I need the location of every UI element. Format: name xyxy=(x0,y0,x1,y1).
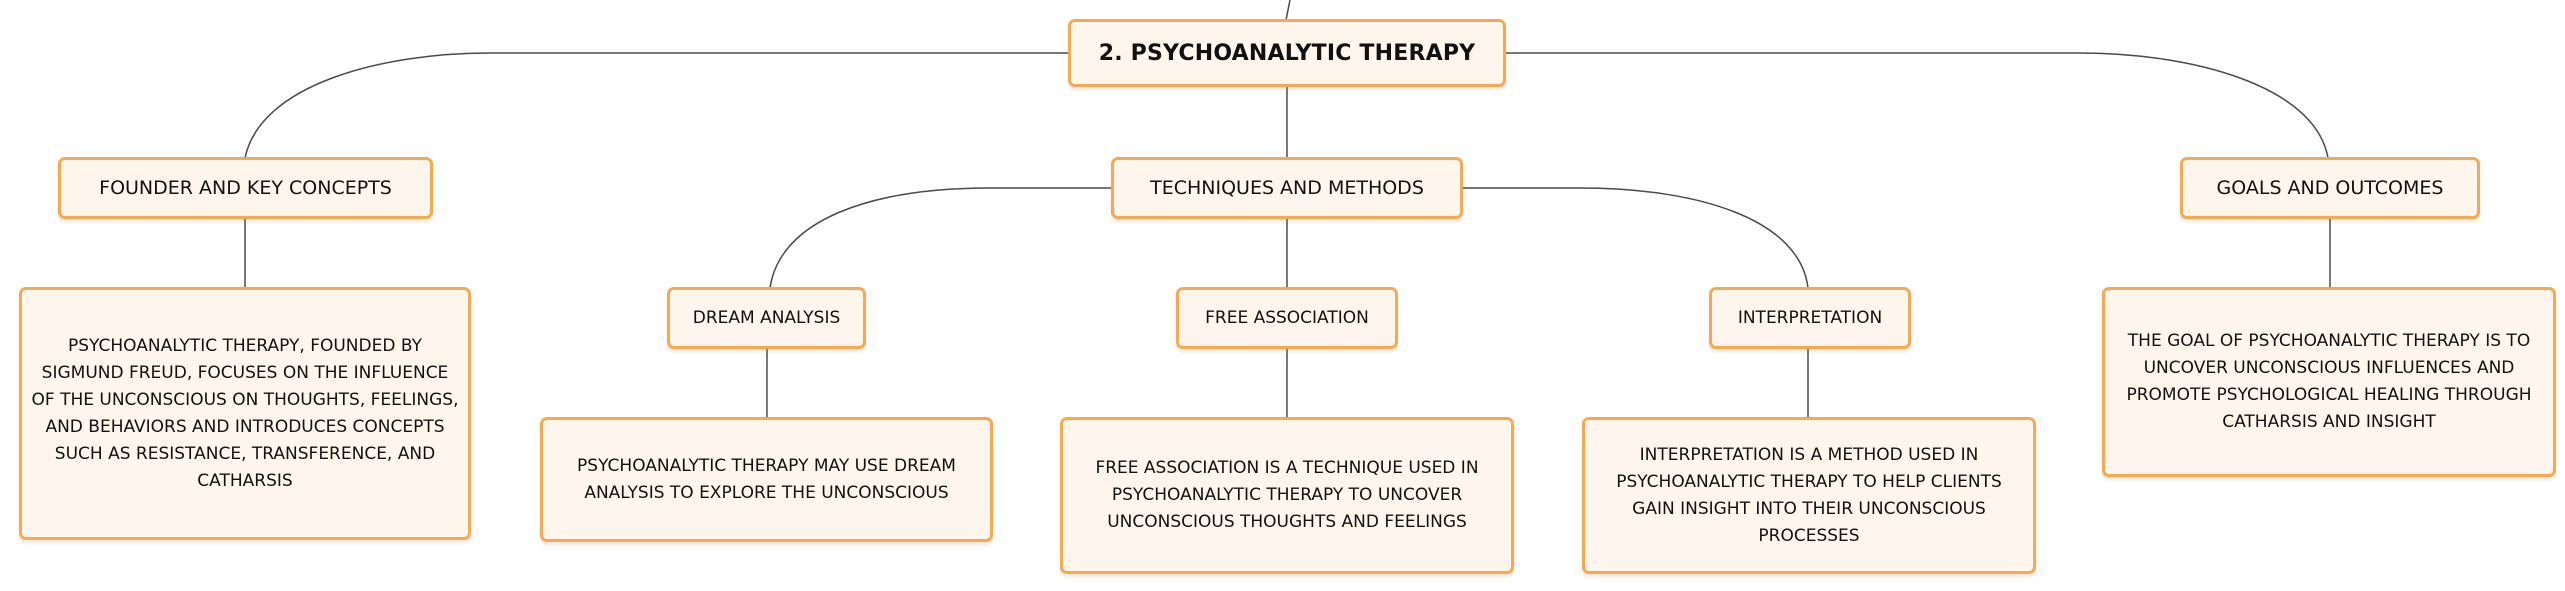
root-node[interactable]: 2. PSYCHOANALYTIC THERAPY xyxy=(1068,19,1506,87)
dream-analysis-description: PSYCHOANALYTIC THERAPY MAY USE DREAM ANA… xyxy=(577,455,956,503)
connector-root-to-founder xyxy=(244,52,1070,159)
interpretation-node[interactable]: INTERPRETATION xyxy=(1709,287,1911,349)
founder-description: PSYCHOANALYTIC THERAPY, FOUNDED BY SIGMU… xyxy=(31,335,459,491)
dream-analysis-title: DREAM ANALYSIS xyxy=(692,308,841,328)
interpretation-title: INTERPRETATION xyxy=(1737,308,1883,328)
free-association-node[interactable]: FREE ASSOCIATION xyxy=(1176,287,1398,349)
founder-title: FOUNDER AND KEY CONCEPTS xyxy=(99,177,392,199)
connector-root-to-goals xyxy=(1505,52,2329,159)
techniques-title: TECHNIQUES AND METHODS xyxy=(1150,177,1424,199)
goals-description-node[interactable]: THE GOAL OF PSYCHOANALYTIC THERAPY IS TO… xyxy=(2102,287,2556,477)
goals-title: GOALS AND OUTCOMES xyxy=(2216,177,2444,199)
connector-parent-to-root xyxy=(1285,0,1291,21)
connector-techniques-to-dream xyxy=(769,187,1112,289)
goals-node[interactable]: GOALS AND OUTCOMES xyxy=(2180,157,2480,219)
connector-techniques-to-interp xyxy=(1462,187,1809,289)
free-association-title: FREE ASSOCIATION xyxy=(1205,308,1369,328)
goals-description: THE GOAL OF PSYCHOANALYTIC THERAPY IS TO… xyxy=(2126,331,2532,432)
founder-node[interactable]: FOUNDER AND KEY CONCEPTS xyxy=(58,157,433,219)
free-association-description-node[interactable]: FREE ASSOCIATION IS A TECHNIQUE USED IN … xyxy=(1060,417,1514,574)
dream-analysis-node[interactable]: DREAM ANALYSIS xyxy=(667,287,866,349)
interpretation-description-node[interactable]: INTERPRETATION IS A METHOD USED IN PSYCH… xyxy=(1582,417,2036,574)
dream-analysis-description-node[interactable]: PSYCHOANALYTIC THERAPY MAY USE DREAM ANA… xyxy=(540,417,993,542)
founder-description-node[interactable]: PSYCHOANALYTIC THERAPY, FOUNDED BY SIGMU… xyxy=(19,287,471,540)
interpretation-description: INTERPRETATION IS A METHOD USED IN PSYCH… xyxy=(1616,444,2002,546)
techniques-node[interactable]: TECHNIQUES AND METHODS xyxy=(1111,157,1463,219)
root-title: 2. PSYCHOANALYTIC THERAPY xyxy=(1098,40,1476,66)
free-association-description: FREE ASSOCIATION IS A TECHNIQUE USED IN … xyxy=(1095,458,1479,532)
